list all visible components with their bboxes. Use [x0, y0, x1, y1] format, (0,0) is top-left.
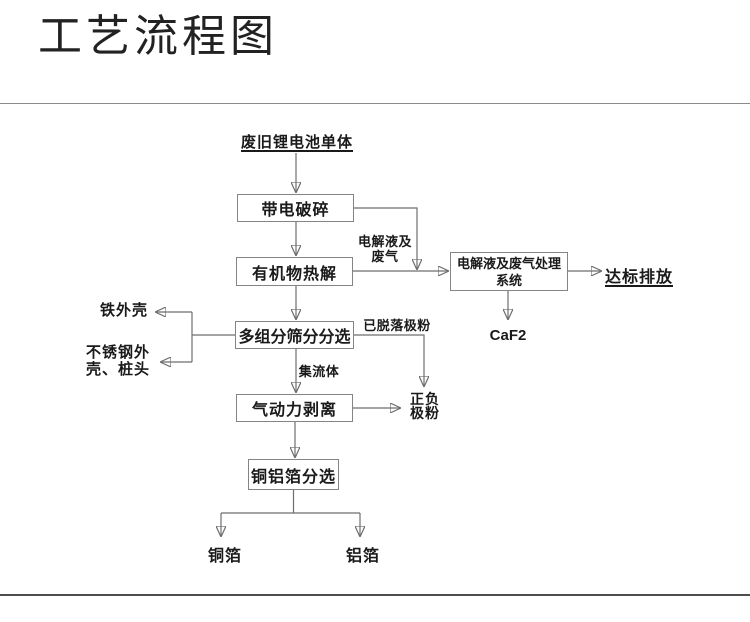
node-gas-treatment-system: 电解液及废气处理 系统: [450, 252, 568, 291]
header-divider: [0, 103, 750, 104]
source-label: 废旧锂电池单体: [240, 134, 353, 151]
node-aerodynamic-stripping: 气动力剥离: [236, 394, 353, 422]
electrode-powder-line2: 极粉: [410, 405, 440, 421]
electrolyte-gas-line2: 废气: [371, 249, 399, 264]
output-stainless-steel-shell: 不锈钢外 壳、桩头: [84, 344, 152, 378]
label-electrolyte-waste-gas: 电解液及 废气: [344, 234, 426, 264]
node-multi-component-screening: 多组分筛分分选: [235, 321, 354, 349]
node-charged-crushing: 带电破碎: [237, 194, 354, 222]
gas-treatment-line2: 系统: [495, 272, 522, 288]
node-foil-sorting: 铜铝箔分选: [248, 459, 339, 490]
electrode-powder-line1: 正负: [410, 391, 440, 407]
stainless-line1: 不锈钢外: [85, 344, 150, 361]
node-organic-pyrolysis: 有机物热解: [236, 257, 353, 286]
output-copper-foil: 铜箔: [207, 548, 242, 565]
label-detached-electrode-powder: 已脱落极粉: [363, 318, 431, 333]
page-title: 工艺流程图: [38, 12, 278, 61]
footer-divider: [0, 594, 750, 596]
label-current-collector: 集流体: [298, 364, 340, 379]
output-caf2: CaF2: [489, 327, 527, 344]
edge-screening-to-electrode-powder: [354, 334, 424, 386]
output-iron-shell: 铁外壳: [99, 302, 148, 319]
edge-crush-to-gas-junction: [354, 207, 417, 269]
gas-treatment-line1: 电解液及废气处理: [456, 255, 561, 271]
output-electrode-powder: 正负 极粉: [403, 392, 447, 420]
stainless-line2: 壳、桩头: [85, 361, 150, 378]
output-aluminum-foil: 铝箔: [345, 548, 380, 565]
output-compliant-discharge: 达标排放: [605, 269, 674, 286]
electrolyte-gas-line1: 电解液及: [357, 234, 412, 249]
